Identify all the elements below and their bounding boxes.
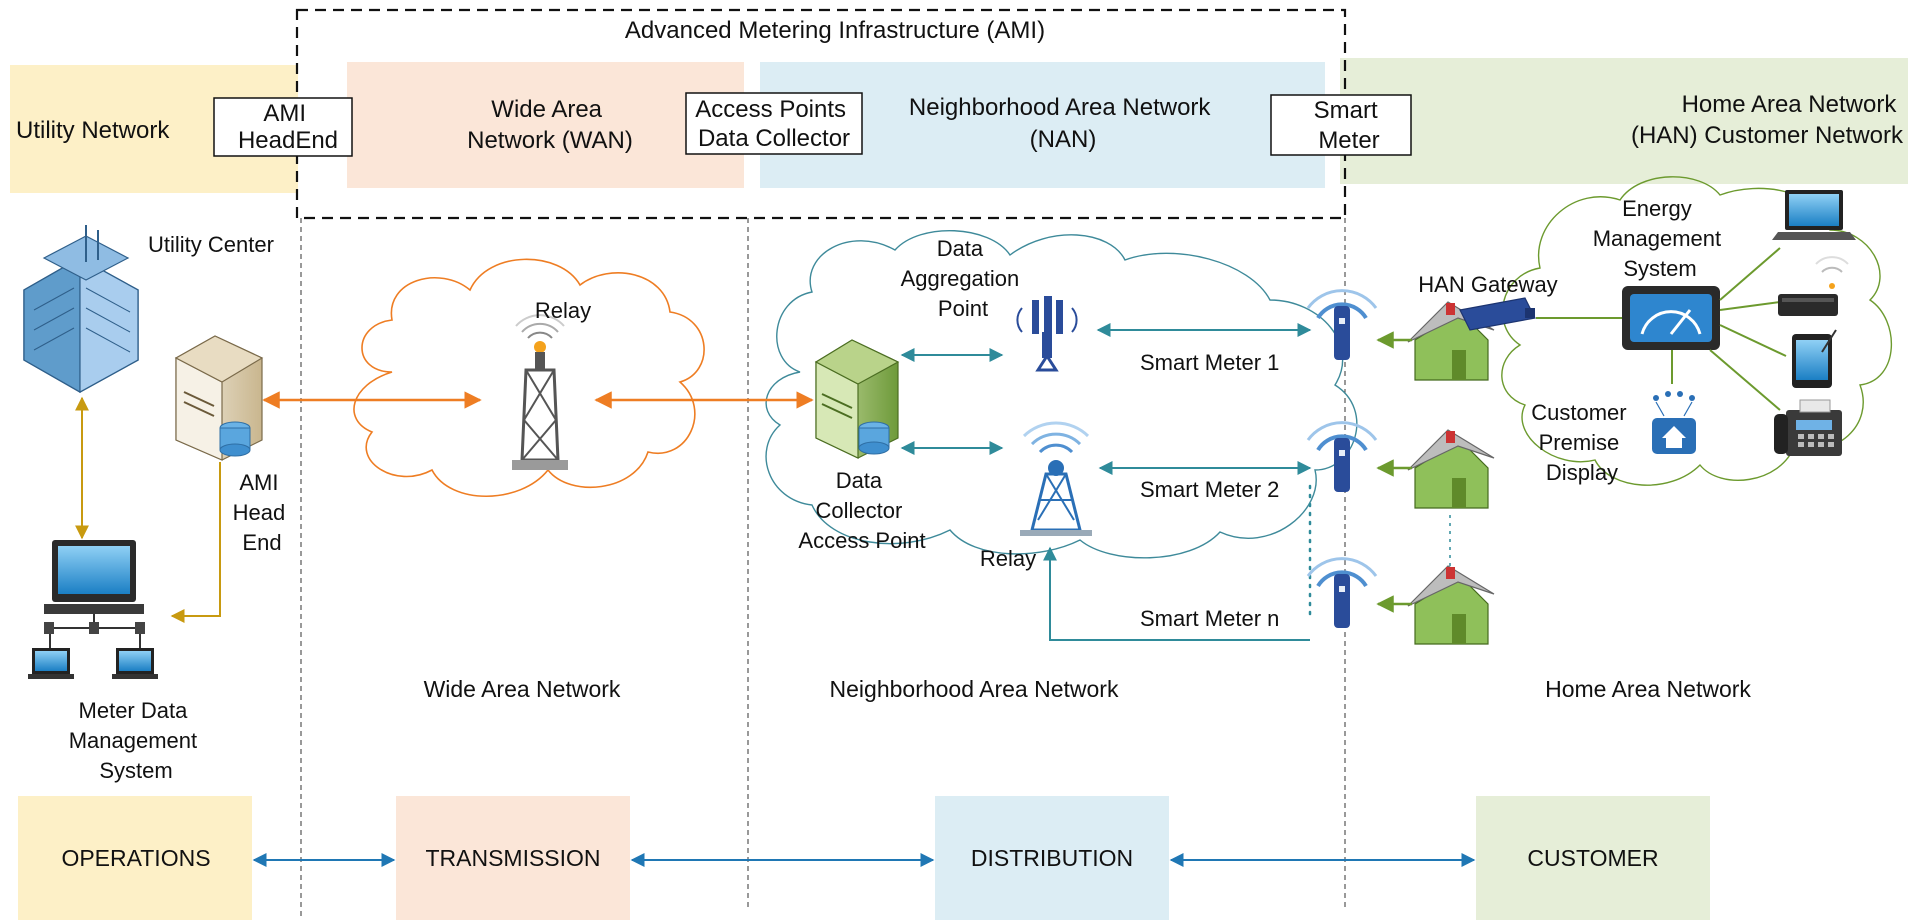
ems-to-laptop-link — [1719, 247, 1781, 301]
data-aggregation-antenna-icon — [1016, 296, 1078, 372]
distribution-label: DISTRIBUTION — [971, 845, 1133, 871]
tablet-icon — [1792, 329, 1837, 388]
wan-relay-tower-icon — [512, 314, 568, 470]
nan-section-label: Neighborhood Area Network — [830, 676, 1119, 702]
laptop-icon — [1772, 190, 1856, 240]
nan-cloud — [765, 230, 1358, 559]
han-gateway-label: HAN Gateway — [1418, 272, 1557, 297]
han-band — [1340, 58, 1908, 184]
utility-network-label: Utility Network — [16, 117, 170, 144]
wan-band — [347, 62, 744, 188]
router-icon — [1778, 256, 1849, 316]
ems-to-tablet-link — [1719, 324, 1787, 357]
house-n-icon — [1407, 565, 1495, 645]
customer-label: CUSTOMER — [1527, 845, 1658, 871]
headend-to-mdms-arrow — [170, 462, 221, 623]
customer-premise-display-label: Customer Premise Display — [1531, 400, 1632, 485]
smart-meter-2-icon — [1306, 421, 1378, 492]
data-aggregation-label: Data Aggregation Point — [901, 236, 1026, 321]
customer-premise-display-icon — [1652, 391, 1696, 454]
smart-meter-1-icon — [1306, 289, 1378, 360]
customer-box — [1476, 796, 1710, 920]
ami-headend-label: AMI HeadEnd — [238, 100, 338, 154]
smart-meter-box — [1270, 94, 1412, 156]
smart-meter-1-label: Smart Meter 1 — [1140, 350, 1279, 375]
transmission-box — [396, 796, 630, 920]
han-gateway-icon — [1459, 297, 1536, 331]
ems-gauge-icon — [1622, 286, 1720, 350]
meter-n-to-nanrelay-arrow — [1043, 546, 1310, 641]
access-points-label: Access Points Data Collector — [695, 96, 852, 152]
ems-label: Energy Management System — [1593, 196, 1728, 281]
mdms-label: Meter Data Management System — [69, 698, 204, 783]
smart-meter-2-label: Smart Meter 2 — [1140, 477, 1279, 502]
data-collector-server-icon — [814, 339, 900, 459]
utility-center-building-icon — [23, 225, 139, 394]
mdms-computer-icon — [28, 540, 158, 679]
smart-meter-band-label: Smart Meter — [1314, 97, 1385, 154]
ami-head-end-label: AMI Head End — [233, 470, 292, 555]
wan-relay-label: Relay — [535, 298, 591, 323]
operations-label: OPERATIONS — [61, 845, 210, 871]
ems-to-router-link — [1719, 301, 1781, 311]
transmission-label: TRANSMISSION — [425, 845, 600, 871]
house-2-icon — [1407, 429, 1495, 509]
han-band-label: Home Area Network (HAN) Customer Network — [1631, 91, 1904, 149]
ami-headend-box — [213, 97, 353, 157]
smart-meter-n-icon — [1306, 557, 1378, 628]
ami-title: Advanced Metering Infrastructure (AMI) — [625, 17, 1045, 44]
wan-section-label: Wide Area Network — [424, 676, 621, 702]
distribution-box — [935, 796, 1169, 920]
access-points-box — [685, 92, 863, 155]
nan-band-label: Neighborhood Area Network (NAN) — [909, 94, 1217, 153]
data-collector-label: Data Collector Access Point — [798, 468, 925, 553]
wan-band-label: Wide Area Network (WAN) — [467, 96, 633, 154]
phone-fax-icon — [1774, 399, 1842, 456]
nan-relay-label: Relay — [980, 546, 1036, 571]
han-section-label: Home Area Network — [1545, 676, 1751, 702]
han-cloud — [1501, 176, 1892, 486]
nan-relay-tower-icon — [1020, 421, 1092, 536]
wan-cloud — [353, 258, 705, 497]
ami-head-end-server-icon — [174, 335, 264, 461]
ems-to-phone-link — [1709, 349, 1781, 411]
smart-meter-n-label: Smart Meter n — [1140, 606, 1279, 631]
operations-box — [18, 796, 252, 920]
utility-center-label: Utility Center — [148, 232, 274, 257]
